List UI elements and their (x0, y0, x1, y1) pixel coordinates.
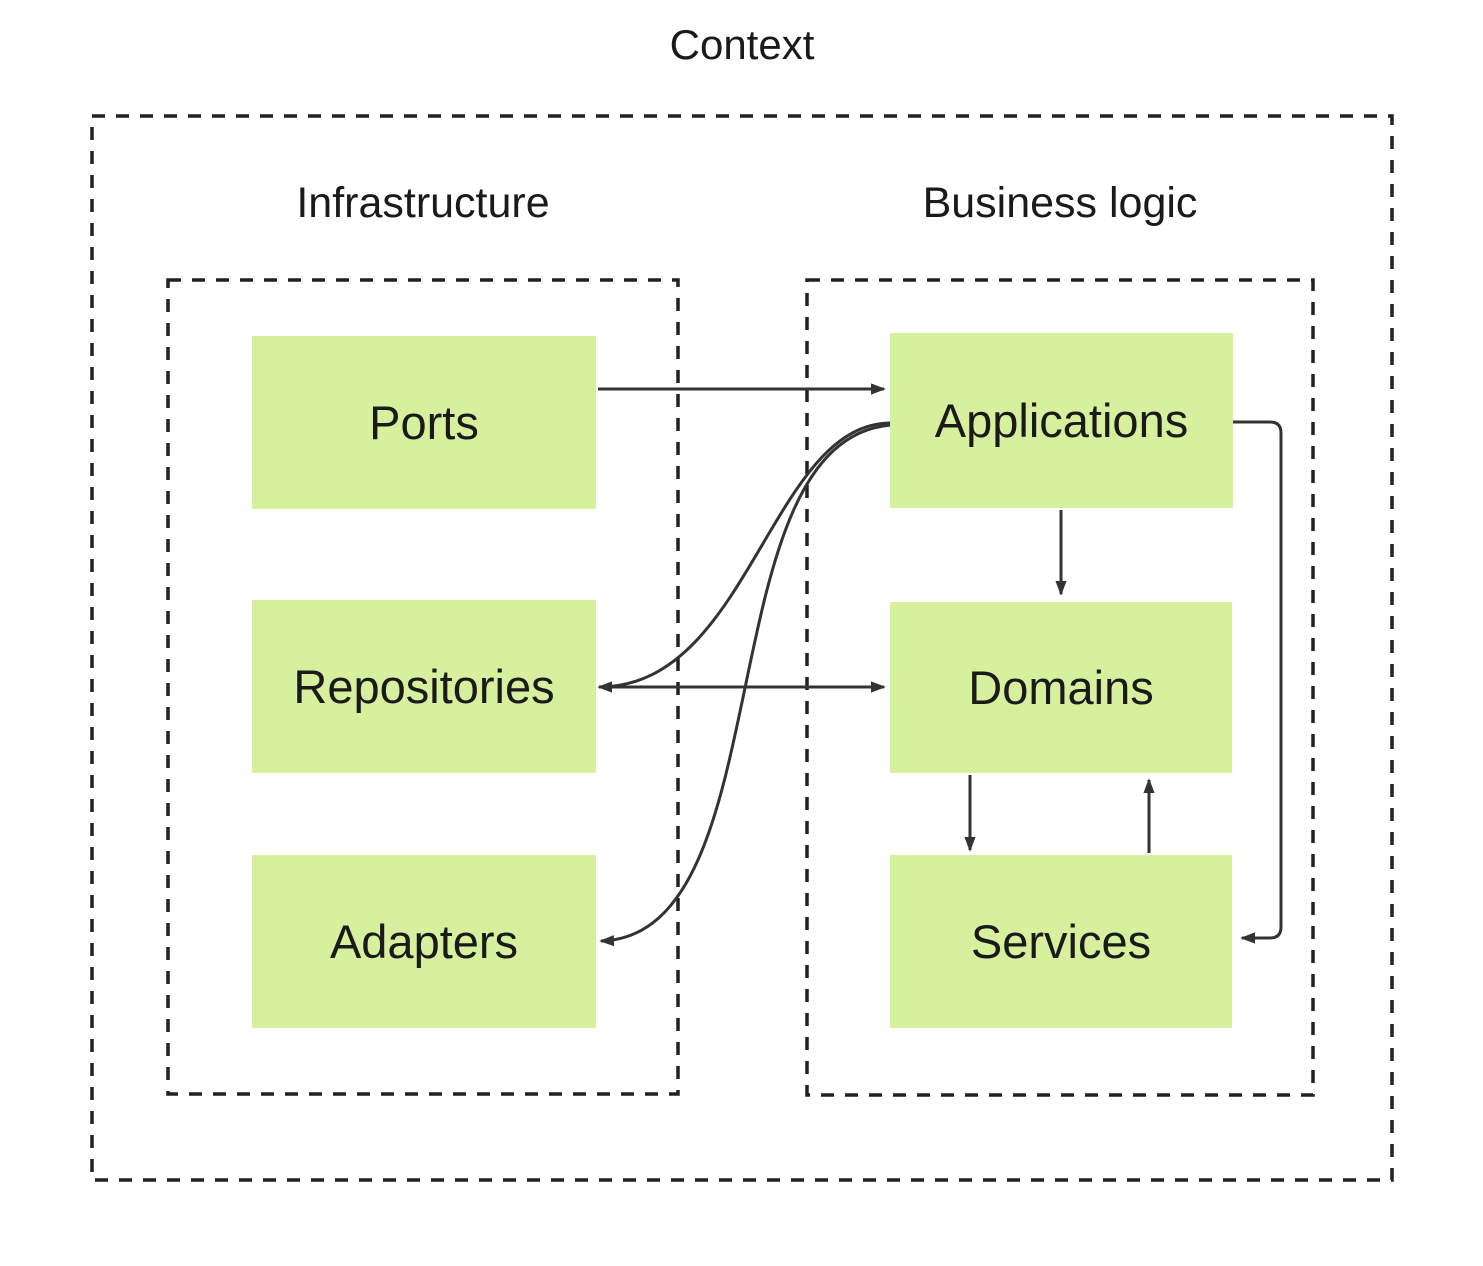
edge-applications-to-repositories (597, 421, 892, 693)
node-repositories: Repositories (252, 600, 596, 773)
context-boundary (90, 114, 1394, 1182)
node-services-label: Services (970, 915, 1152, 968)
node-ports: Ports (252, 336, 596, 509)
node-services: Services (890, 855, 1232, 1028)
node-applications: Applications (890, 333, 1233, 508)
node-domains-label: Domains (968, 661, 1154, 714)
business-logic-group-label: Business logic (922, 179, 1198, 227)
node-adapters-label: Adapters (329, 915, 519, 968)
edge-applications-to-services (1233, 420, 1283, 944)
edge-applications-to-adapters (599, 423, 892, 947)
node-domains: Domains (890, 602, 1232, 773)
node-applications-label: Applications (934, 394, 1189, 447)
node-repositories-label: Repositories (293, 660, 555, 713)
infrastructure-group-label: Infrastructure (296, 179, 550, 227)
node-ports-label: Ports (369, 396, 479, 449)
node-adapters: Adapters (252, 855, 596, 1028)
diagram-title: Context (669, 21, 815, 68)
